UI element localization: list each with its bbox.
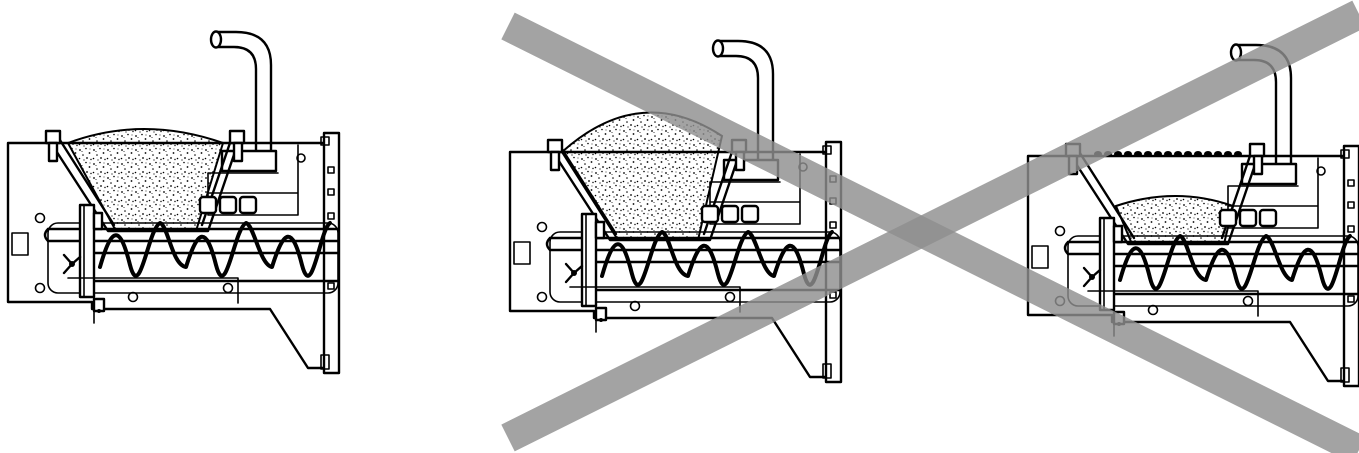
- panel-underfilled: [1026, 42, 1359, 388]
- panel-overfilled: [508, 38, 843, 384]
- panel-correct-fill: [6, 29, 341, 375]
- cross-out-underfilled: [501, 0, 1359, 452]
